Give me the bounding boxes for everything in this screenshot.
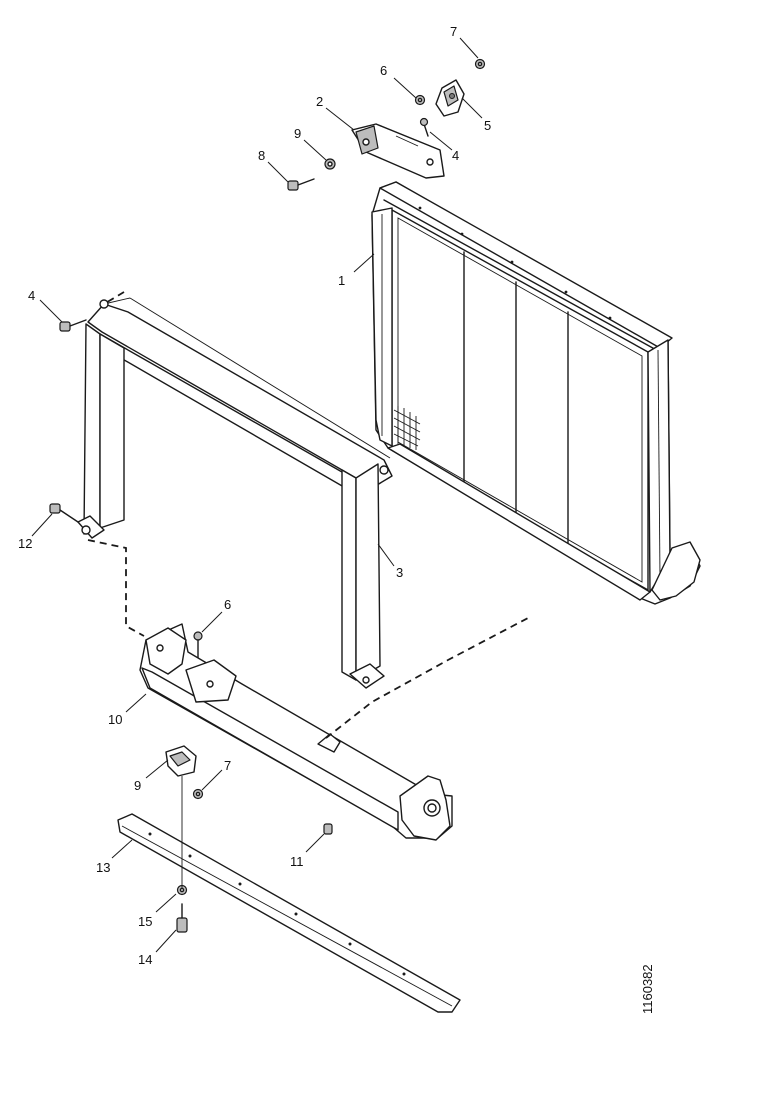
- svg-text:13: 13: [96, 860, 110, 875]
- svg-text:9: 9: [134, 778, 141, 793]
- callout-11: 11: [290, 833, 325, 869]
- callout-14: 14: [138, 929, 177, 967]
- svg-text:7: 7: [450, 24, 457, 39]
- callout-12: 12: [18, 513, 53, 551]
- figure-id: 1160382: [640, 964, 655, 1014]
- callout-10: 10: [108, 693, 147, 727]
- radiator-assembly: [371, 181, 701, 605]
- callout-3: 3: [377, 543, 403, 580]
- callout-7-lower: 7: [201, 758, 231, 791]
- svg-text:6: 6: [224, 597, 231, 612]
- svg-text:3: 3: [396, 565, 403, 580]
- svg-text:15: 15: [138, 914, 152, 929]
- svg-text:12: 12: [18, 536, 32, 551]
- clip-bracket: [165, 745, 197, 777]
- callout-6-lower: 6: [201, 597, 231, 633]
- lower-rail: [117, 813, 461, 1013]
- svg-text:4: 4: [452, 148, 459, 163]
- svg-text:4: 4: [28, 288, 35, 303]
- callout-9-lower: 9: [134, 759, 169, 793]
- lower-cross-member: [139, 623, 453, 841]
- svg-text:9: 9: [294, 126, 301, 141]
- upper-mounting-bracket: [351, 123, 445, 179]
- svg-text:1: 1: [338, 273, 345, 288]
- svg-text:5: 5: [484, 118, 491, 133]
- callout-4-left: 4: [28, 288, 63, 323]
- callout-6-top: 6: [380, 63, 417, 99]
- callout-1: 1: [338, 253, 375, 288]
- svg-text:7: 7: [224, 758, 231, 773]
- callout-13: 13: [96, 839, 133, 875]
- svg-text:6: 6: [380, 63, 387, 78]
- svg-text:2: 2: [316, 94, 323, 109]
- callout-15: 15: [138, 893, 177, 929]
- callout-5: 5: [461, 97, 491, 133]
- callout-4-top: 4: [429, 131, 459, 163]
- radiator-support-frame: [77, 297, 393, 689]
- callout-8: 8: [258, 148, 289, 183]
- callout-7-top: 7: [450, 24, 479, 59]
- isolator-mount: [435, 79, 465, 117]
- svg-text:8: 8: [258, 148, 265, 163]
- callout-2: 2: [316, 94, 355, 131]
- hidden-lines: [87, 291, 529, 739]
- svg-text:14: 14: [138, 952, 152, 967]
- svg-text:10: 10: [108, 712, 122, 727]
- callout-9-top: 9: [294, 126, 327, 161]
- svg-text:11: 11: [290, 854, 304, 869]
